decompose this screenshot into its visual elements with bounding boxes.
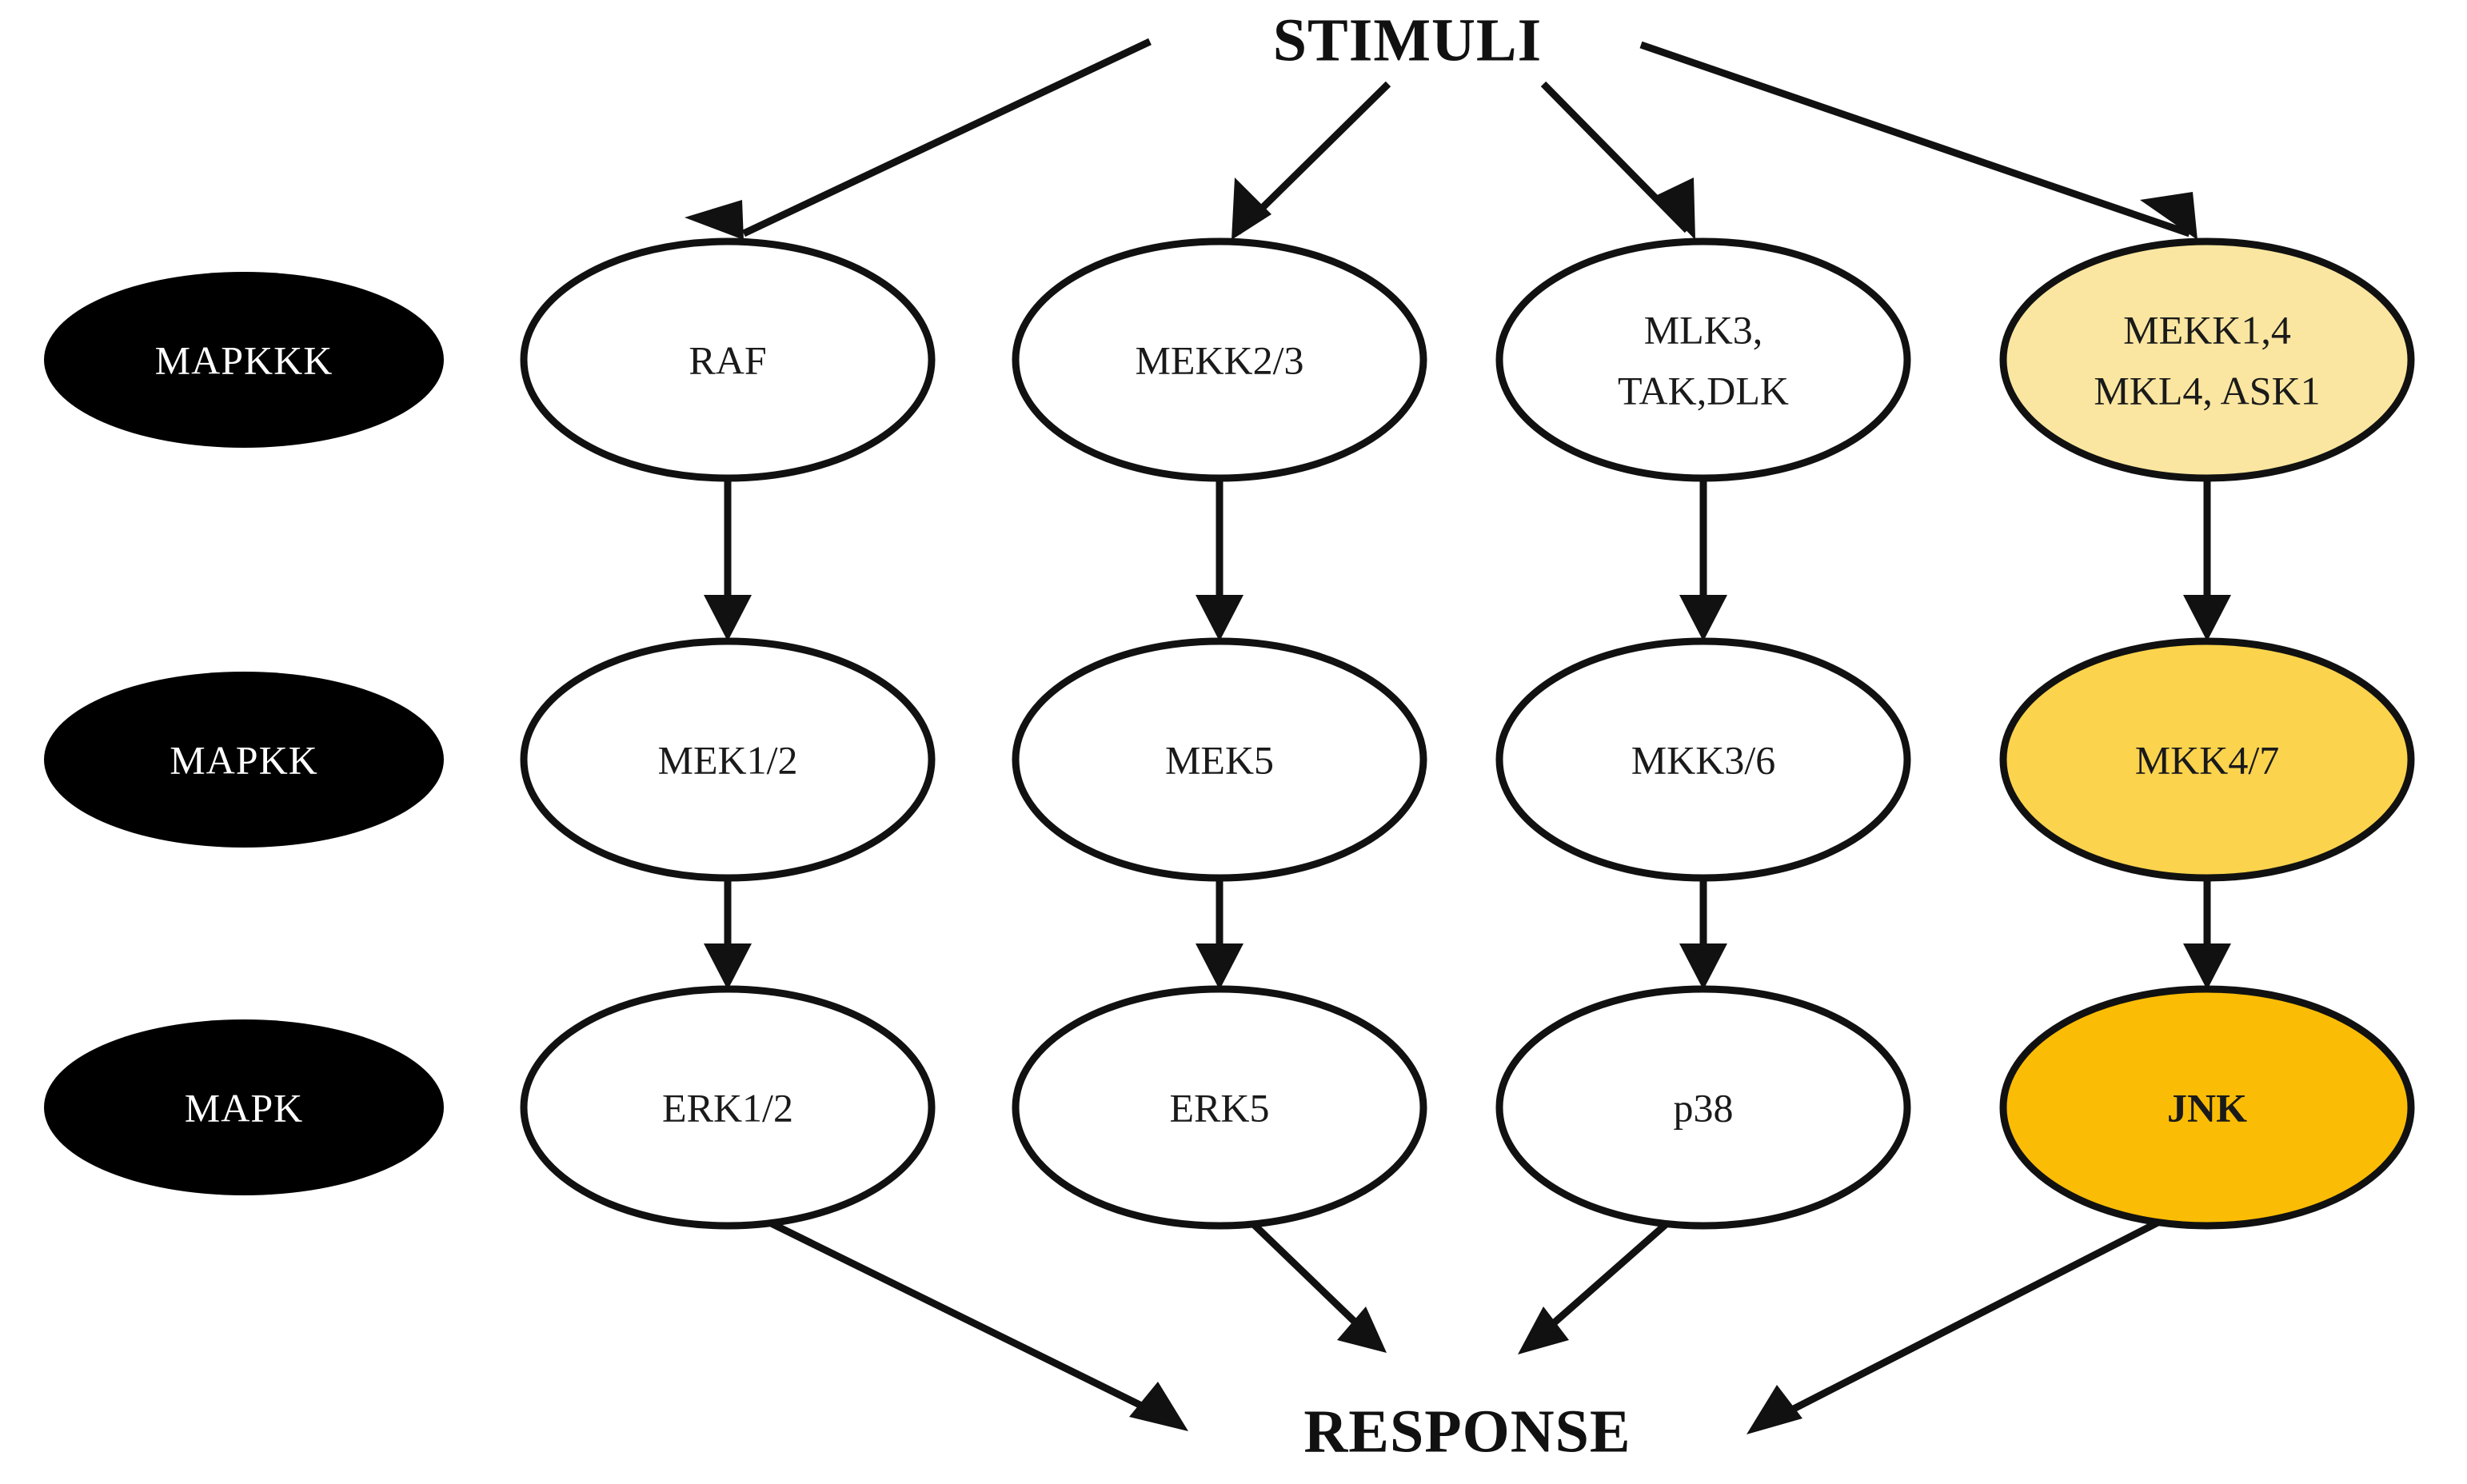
arrow-head-mlk3-mkk36 bbox=[1679, 595, 1727, 641]
tier-label-mapkkk: MAPKKK bbox=[155, 337, 333, 382]
tier-label-mapkk: MAPKK bbox=[170, 737, 318, 782]
edge-stimuli-to-mekk23 bbox=[1232, 81, 1391, 240]
arrow-head-stimuli-mekk14 bbox=[2140, 192, 2198, 240]
tier-ellipse-mapkk bbox=[44, 672, 444, 848]
arrow-head-stimuli-raf bbox=[685, 200, 744, 240]
node-ellipse-raf[interactable] bbox=[520, 237, 936, 482]
arrow-head-erk12-response bbox=[1129, 1382, 1188, 1431]
node-ellipse-mek5[interactable] bbox=[1012, 637, 1427, 882]
tier-node-mapk: MAPK bbox=[44, 1019, 444, 1195]
edge-line-stimuli-raf bbox=[742, 38, 1152, 237]
vertical-edges-tier2-tier3 bbox=[704, 878, 2231, 990]
edge-mlk3-to-mkk36 bbox=[1679, 478, 1727, 641]
stimuli-edges-group bbox=[685, 38, 2198, 240]
arrow-head-erk5-response bbox=[1337, 1306, 1387, 1353]
node-label-mek5: MEK5 bbox=[1165, 737, 1274, 782]
row-mapk-nodes: ERK1/2 ERK5 p38 JNK bbox=[520, 985, 2415, 1230]
node-label-erk5: ERK5 bbox=[1170, 1085, 1270, 1130]
edge-erk12-to-response bbox=[753, 1211, 1188, 1431]
node-label-mlk3-line1: MLK3, bbox=[1644, 307, 1763, 352]
node-raf[interactable]: RAF bbox=[520, 237, 936, 482]
node-mek5[interactable]: MEK5 bbox=[1012, 637, 1427, 882]
node-label-mkk47: MKK4/7 bbox=[2135, 737, 2280, 782]
node-mekk14[interactable]: MEKK1,4 MKL4, ASK1 bbox=[1999, 237, 2415, 482]
response-label: RESPONSE bbox=[1303, 1398, 1631, 1465]
vertical-edges-tier1-tier2 bbox=[704, 478, 2231, 641]
node-mkk47[interactable]: MKK4/7 bbox=[1999, 637, 2415, 882]
node-label-raf: RAF bbox=[689, 337, 766, 382]
edge-stimuli-to-raf bbox=[685, 38, 1152, 240]
edge-p38-to-response bbox=[1518, 1212, 1679, 1354]
arrow-head-p38-response bbox=[1518, 1306, 1569, 1354]
tier-ellipse-mapkkk bbox=[44, 272, 444, 448]
node-ellipse-p38[interactable] bbox=[1495, 985, 1911, 1230]
arrow-head-mekk23-mek5 bbox=[1196, 595, 1243, 641]
arrow-head-jnk-response bbox=[1746, 1385, 1802, 1434]
stimuli-label: STIMULI bbox=[1273, 6, 1542, 74]
node-mek12[interactable]: MEK1/2 bbox=[520, 637, 936, 882]
tier-label-mapk: MAPK bbox=[185, 1085, 303, 1130]
node-ellipse-mekk14[interactable] bbox=[1999, 237, 2415, 482]
node-label-p38: p38 bbox=[1674, 1085, 1734, 1130]
node-ellipse-mlk3[interactable] bbox=[1495, 237, 1911, 482]
edge-mek12-to-erk12 bbox=[704, 878, 752, 990]
node-label-mek12: MEK1/2 bbox=[658, 737, 798, 782]
edge-mek5-to-erk5 bbox=[1196, 878, 1243, 990]
arrow-head-mkk36-p38 bbox=[1679, 943, 1727, 990]
node-ellipse-mkk36[interactable] bbox=[1495, 637, 1911, 882]
arrow-head-stimuli-mekk23 bbox=[1232, 178, 1271, 240]
node-label-mekk14-line1: MEKK1,4 bbox=[2123, 307, 2291, 352]
edge-stimuli-to-mlk3 bbox=[1540, 81, 1695, 240]
node-ellipse-mekk23[interactable] bbox=[1012, 237, 1427, 482]
row-mapkk-nodes: MEK1/2 MEK5 MKK3/6 MKK4/7 bbox=[520, 637, 2415, 882]
node-label-mekk23: MEKK2/3 bbox=[1135, 337, 1303, 382]
edge-mekk23-to-mek5 bbox=[1196, 478, 1243, 641]
response-edges-group bbox=[753, 1211, 2174, 1434]
arrow-head-stimuli-mlk3 bbox=[1654, 178, 1695, 240]
node-mlk3[interactable]: MLK3, TAK,DLK bbox=[1495, 237, 1911, 482]
edge-stimuli-to-mekk14 bbox=[1639, 41, 2198, 240]
node-p38[interactable]: p38 bbox=[1495, 985, 1911, 1230]
arrow-head-mkk47-jnk bbox=[2183, 943, 2231, 990]
node-ellipse-jnk[interactable] bbox=[1999, 985, 2415, 1230]
arrow-head-mekk14-mkk47 bbox=[2183, 595, 2231, 641]
node-label-erk12: ERK1/2 bbox=[662, 1085, 793, 1130]
node-ellipse-erk12[interactable] bbox=[520, 985, 936, 1230]
edge-line-jnk-response bbox=[1757, 1211, 2174, 1430]
edge-erk5-to-response bbox=[1241, 1212, 1387, 1353]
edge-mekk14-to-mkk47 bbox=[2183, 478, 2231, 641]
node-label-jnk: JNK bbox=[2167, 1085, 2247, 1130]
node-label-mekk14-line2: MKL4, ASK1 bbox=[2094, 368, 2320, 413]
tier-node-mapkk: MAPKK bbox=[44, 672, 444, 848]
edge-jnk-to-response bbox=[1746, 1211, 2174, 1434]
edge-mkk36-to-p38 bbox=[1679, 878, 1727, 990]
tier-node-mapkkk: MAPKKK bbox=[44, 272, 444, 448]
node-ellipse-mkk47[interactable] bbox=[1999, 637, 2415, 882]
node-jnk[interactable]: JNK bbox=[1999, 985, 2415, 1230]
row-mapkkk-nodes: RAF MEKK2/3 MLK3, TAK,DLK MEKK1,4 MKL4, … bbox=[520, 237, 2415, 482]
tier-labels-group: MAPKKK MAPKK MAPK bbox=[44, 272, 444, 1195]
node-erk5[interactable]: ERK5 bbox=[1012, 985, 1427, 1230]
node-label-mkk36: MKK3/6 bbox=[1631, 737, 1776, 782]
tier-ellipse-mapk bbox=[44, 1019, 444, 1195]
edge-line-stimuli-mekk14 bbox=[1639, 41, 2191, 237]
arrow-head-mek12-erk12 bbox=[704, 943, 752, 990]
node-erk12[interactable]: ERK1/2 bbox=[520, 985, 936, 1230]
arrow-head-raf-mek12 bbox=[704, 595, 752, 641]
edge-line-erk12-response bbox=[753, 1211, 1179, 1427]
edge-mkk47-to-jnk bbox=[2183, 878, 2231, 990]
node-label-mlk3-line2: TAK,DLK bbox=[1618, 368, 1789, 413]
node-mkk36[interactable]: MKK3/6 bbox=[1495, 637, 1911, 882]
node-mekk23[interactable]: MEKK2/3 bbox=[1012, 237, 1427, 482]
edge-raf-to-mek12 bbox=[704, 478, 752, 641]
node-ellipse-erk5[interactable] bbox=[1012, 985, 1427, 1230]
node-ellipse-mek12[interactable] bbox=[520, 637, 936, 882]
arrow-head-mek5-erk5 bbox=[1196, 943, 1243, 990]
